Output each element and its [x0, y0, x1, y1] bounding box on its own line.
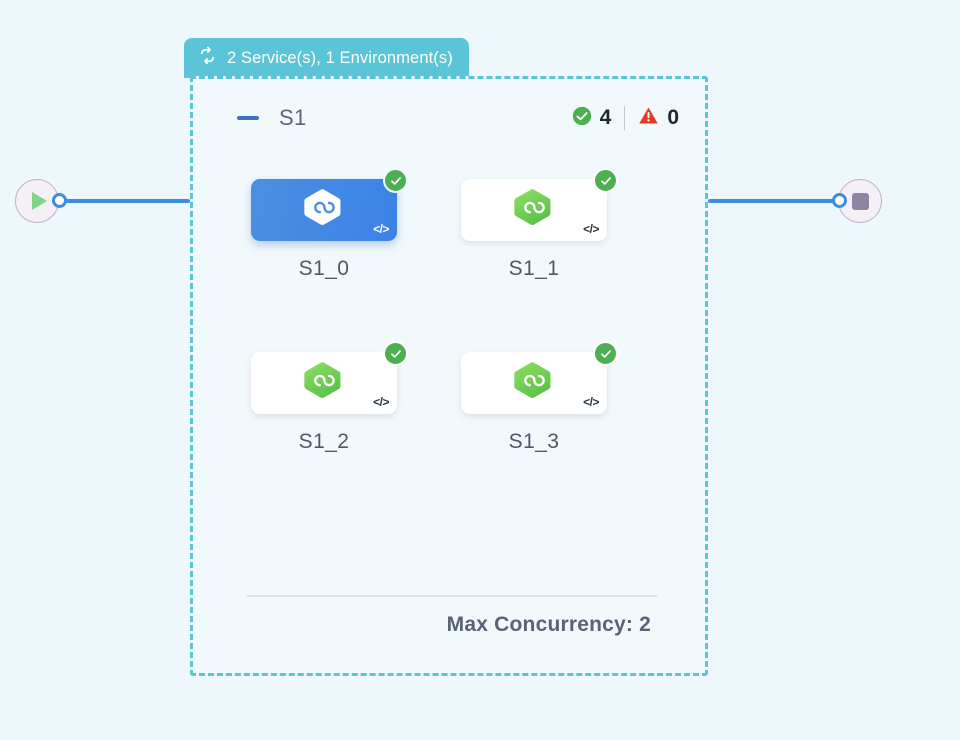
- minus-icon[interactable]: [237, 116, 259, 120]
- service-node-card[interactable]: </>: [251, 341, 408, 414]
- edge-group-to-stop: [708, 199, 840, 203]
- group-toolbar: S1 4: [193, 105, 705, 131]
- hexagon-infinity-icon: [512, 186, 556, 235]
- success-status: 4: [572, 106, 612, 131]
- edge-start-to-group: [58, 199, 190, 203]
- hexagon-infinity-icon: [302, 359, 346, 408]
- node-label: S1_0: [298, 257, 350, 280]
- check-circle-icon: [593, 341, 618, 366]
- service-group-container: S1 4: [190, 76, 708, 676]
- warning-status: 0: [638, 105, 679, 131]
- group-title: S1: [279, 105, 307, 130]
- start-output-port[interactable]: [52, 193, 67, 208]
- node-cell: </> S1_0: [251, 168, 431, 280]
- node-grid: </> S1_0: [251, 168, 671, 453]
- check-circle-icon: [383, 341, 408, 366]
- service-node-card[interactable]: </>: [461, 168, 618, 241]
- service-node-card[interactable]: </>: [251, 168, 408, 241]
- hexagon-infinity-icon: [512, 359, 556, 408]
- code-brackets-icon: </>: [583, 222, 599, 236]
- node-cell: </> S1_2: [251, 341, 431, 453]
- check-circle-icon: [572, 106, 592, 131]
- group-header-tab[interactable]: 2 Service(s), 1 Environment(s): [184, 38, 469, 78]
- status-cluster: 4 0: [572, 105, 679, 131]
- stop-icon: [851, 192, 869, 210]
- node-cell: </> S1_1: [461, 168, 641, 280]
- service-node-card[interactable]: </>: [461, 341, 618, 414]
- code-brackets-icon: </>: [583, 395, 599, 409]
- node-label: S1_3: [508, 430, 560, 453]
- success-count: 4: [599, 106, 612, 129]
- node-label: S1_1: [508, 257, 560, 280]
- node-cell: </> S1_3: [461, 341, 641, 453]
- footer-divider: [247, 595, 657, 597]
- node-label: S1_2: [298, 430, 350, 453]
- status-divider: [624, 106, 626, 130]
- warning-count: 0: [667, 106, 679, 129]
- group-header-label: 2 Service(s), 1 Environment(s): [227, 48, 453, 67]
- loop-arrows-icon: [197, 45, 218, 71]
- warning-triangle-icon: [638, 105, 659, 131]
- code-brackets-icon: </>: [373, 222, 389, 236]
- play-icon: [31, 192, 47, 210]
- code-brackets-icon: </>: [373, 395, 389, 409]
- check-circle-icon: [383, 168, 408, 193]
- max-concurrency-label: Max Concurrency: 2: [446, 613, 651, 636]
- check-circle-icon: [593, 168, 618, 193]
- start-node[interactable]: [15, 179, 59, 223]
- hexagon-infinity-icon: [302, 186, 346, 235]
- stop-input-port[interactable]: [832, 193, 847, 208]
